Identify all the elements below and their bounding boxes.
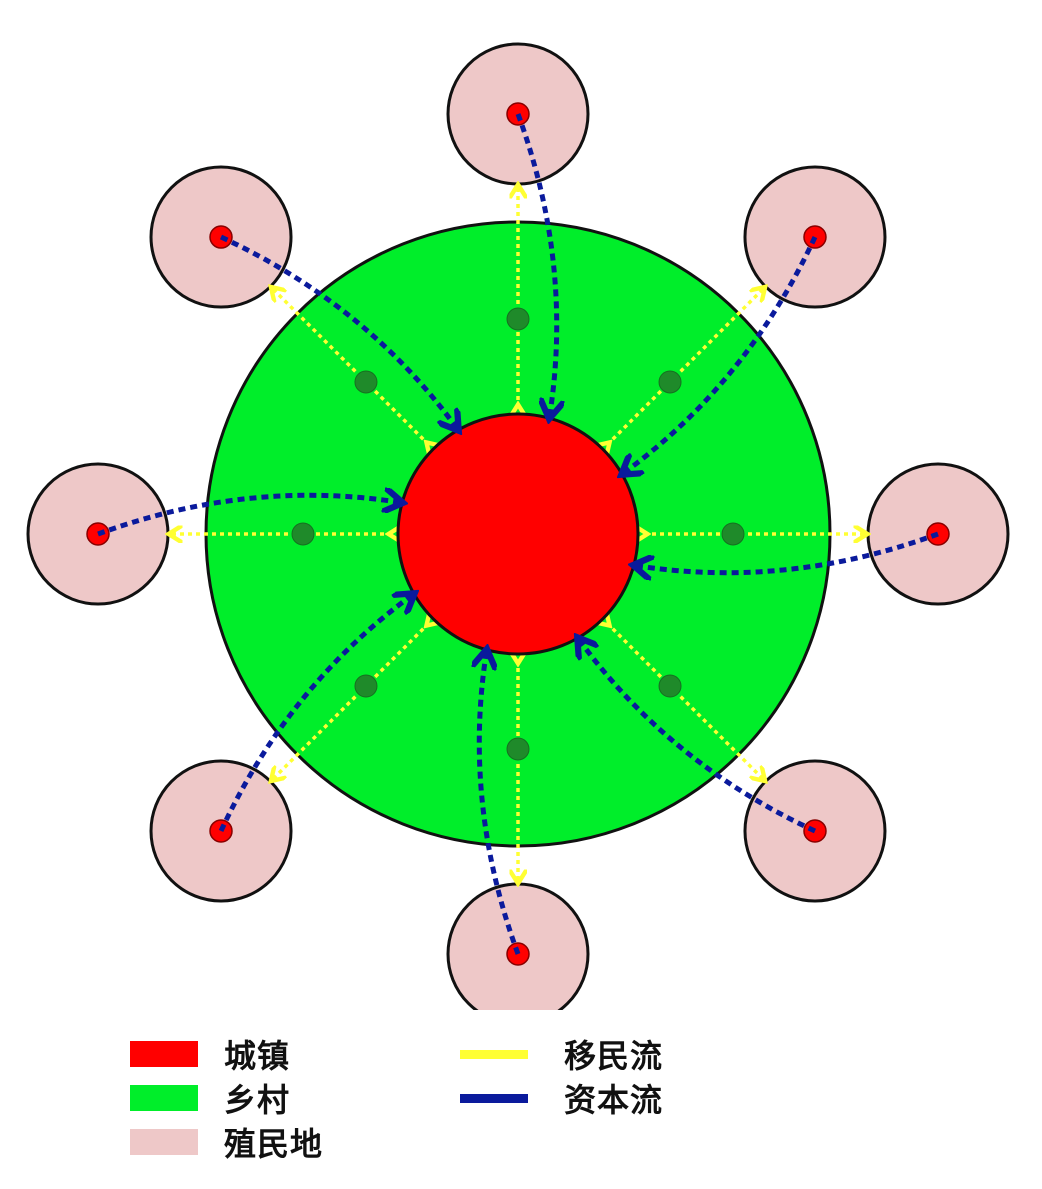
capital-flows-group [97, 113, 939, 955]
village-dot-4 [658, 674, 682, 698]
capital-flow-4 [580, 641, 817, 834]
capital-flow-8 [219, 234, 456, 427]
legend: 城镇 乡村 殖民地 移民流 资本流 [0, 1032, 1042, 1182]
capital-flow-2 [625, 235, 818, 472]
legend-swatch-migration-flow [460, 1049, 528, 1059]
capital-flow-7 [97, 495, 398, 537]
legend-item-colony: 殖民地 [130, 1120, 323, 1164]
capital-flow-6 [218, 596, 411, 833]
village-dot-2 [658, 370, 682, 394]
capital-flow-5 [479, 654, 521, 955]
capital-flow-3 [638, 531, 939, 573]
legend-label-capital-flow: 资本流 [564, 1081, 664, 1119]
legend-item-migration-flow: 移民流 [460, 1032, 663, 1076]
legend-item-capital-flow: 资本流 [460, 1076, 663, 1120]
village-dot-7 [291, 522, 315, 546]
capital-flow-1 [515, 113, 557, 414]
village-dot-3 [721, 522, 745, 546]
village-dot-8 [354, 370, 378, 394]
village-dot-5 [506, 737, 530, 761]
legend-label-migration-flow: 移民流 [564, 1037, 664, 1075]
legend-label-town: 城镇 [224, 1037, 291, 1075]
legend-label-countryside: 乡村 [224, 1081, 291, 1119]
legend-swatch-capital-flow [460, 1093, 528, 1103]
core-periphery-diagram [26, 42, 1010, 1010]
legend-label-colony: 殖民地 [224, 1125, 324, 1163]
legend-item-town: 城镇 [130, 1032, 290, 1076]
village-dot-6 [354, 674, 378, 698]
town-area [396, 412, 640, 656]
legend-swatch-countryside [130, 1085, 198, 1111]
legend-swatch-town [130, 1041, 198, 1067]
village-dot-1 [506, 307, 530, 331]
villages-group [291, 307, 745, 761]
legend-item-countryside: 乡村 [130, 1076, 290, 1120]
legend-swatch-colony [130, 1129, 198, 1155]
